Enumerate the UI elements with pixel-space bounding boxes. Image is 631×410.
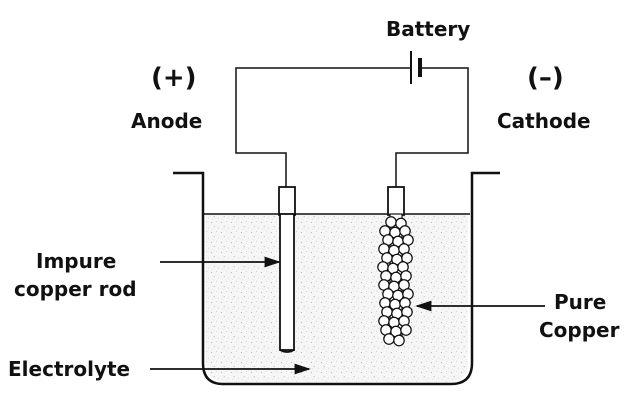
copper-deposit-bead bbox=[400, 324, 412, 336]
battery-label: Battery bbox=[386, 17, 470, 41]
copper-deposit-bead bbox=[383, 333, 395, 345]
anode-label: Anode bbox=[131, 109, 202, 133]
pure-copper-label-line2: Copper bbox=[539, 318, 620, 342]
circuit-wire-left bbox=[235, 67, 411, 191]
anode-impure-copper-rod bbox=[278, 186, 296, 353]
electrolyte-label: Electrolyte bbox=[8, 357, 130, 381]
battery-symbol bbox=[410, 51, 422, 84]
electrolyte-liquid bbox=[206, 214, 468, 382]
pure-copper-label-line1: Pure bbox=[554, 290, 606, 314]
circuit-wire-right bbox=[395, 67, 469, 187]
impure-copper-label-line2: copper rod bbox=[14, 277, 137, 301]
anode-sign-label: (+) bbox=[151, 63, 197, 93]
cathode-label: Cathode bbox=[497, 109, 591, 133]
cathode-sign-label: (–) bbox=[527, 63, 564, 93]
impure-copper-label-line1: Impure bbox=[36, 249, 116, 273]
copper-deposit-bead bbox=[393, 334, 405, 347]
copper-deposit-bead bbox=[385, 216, 397, 228]
copper-deposit bbox=[377, 216, 414, 347]
